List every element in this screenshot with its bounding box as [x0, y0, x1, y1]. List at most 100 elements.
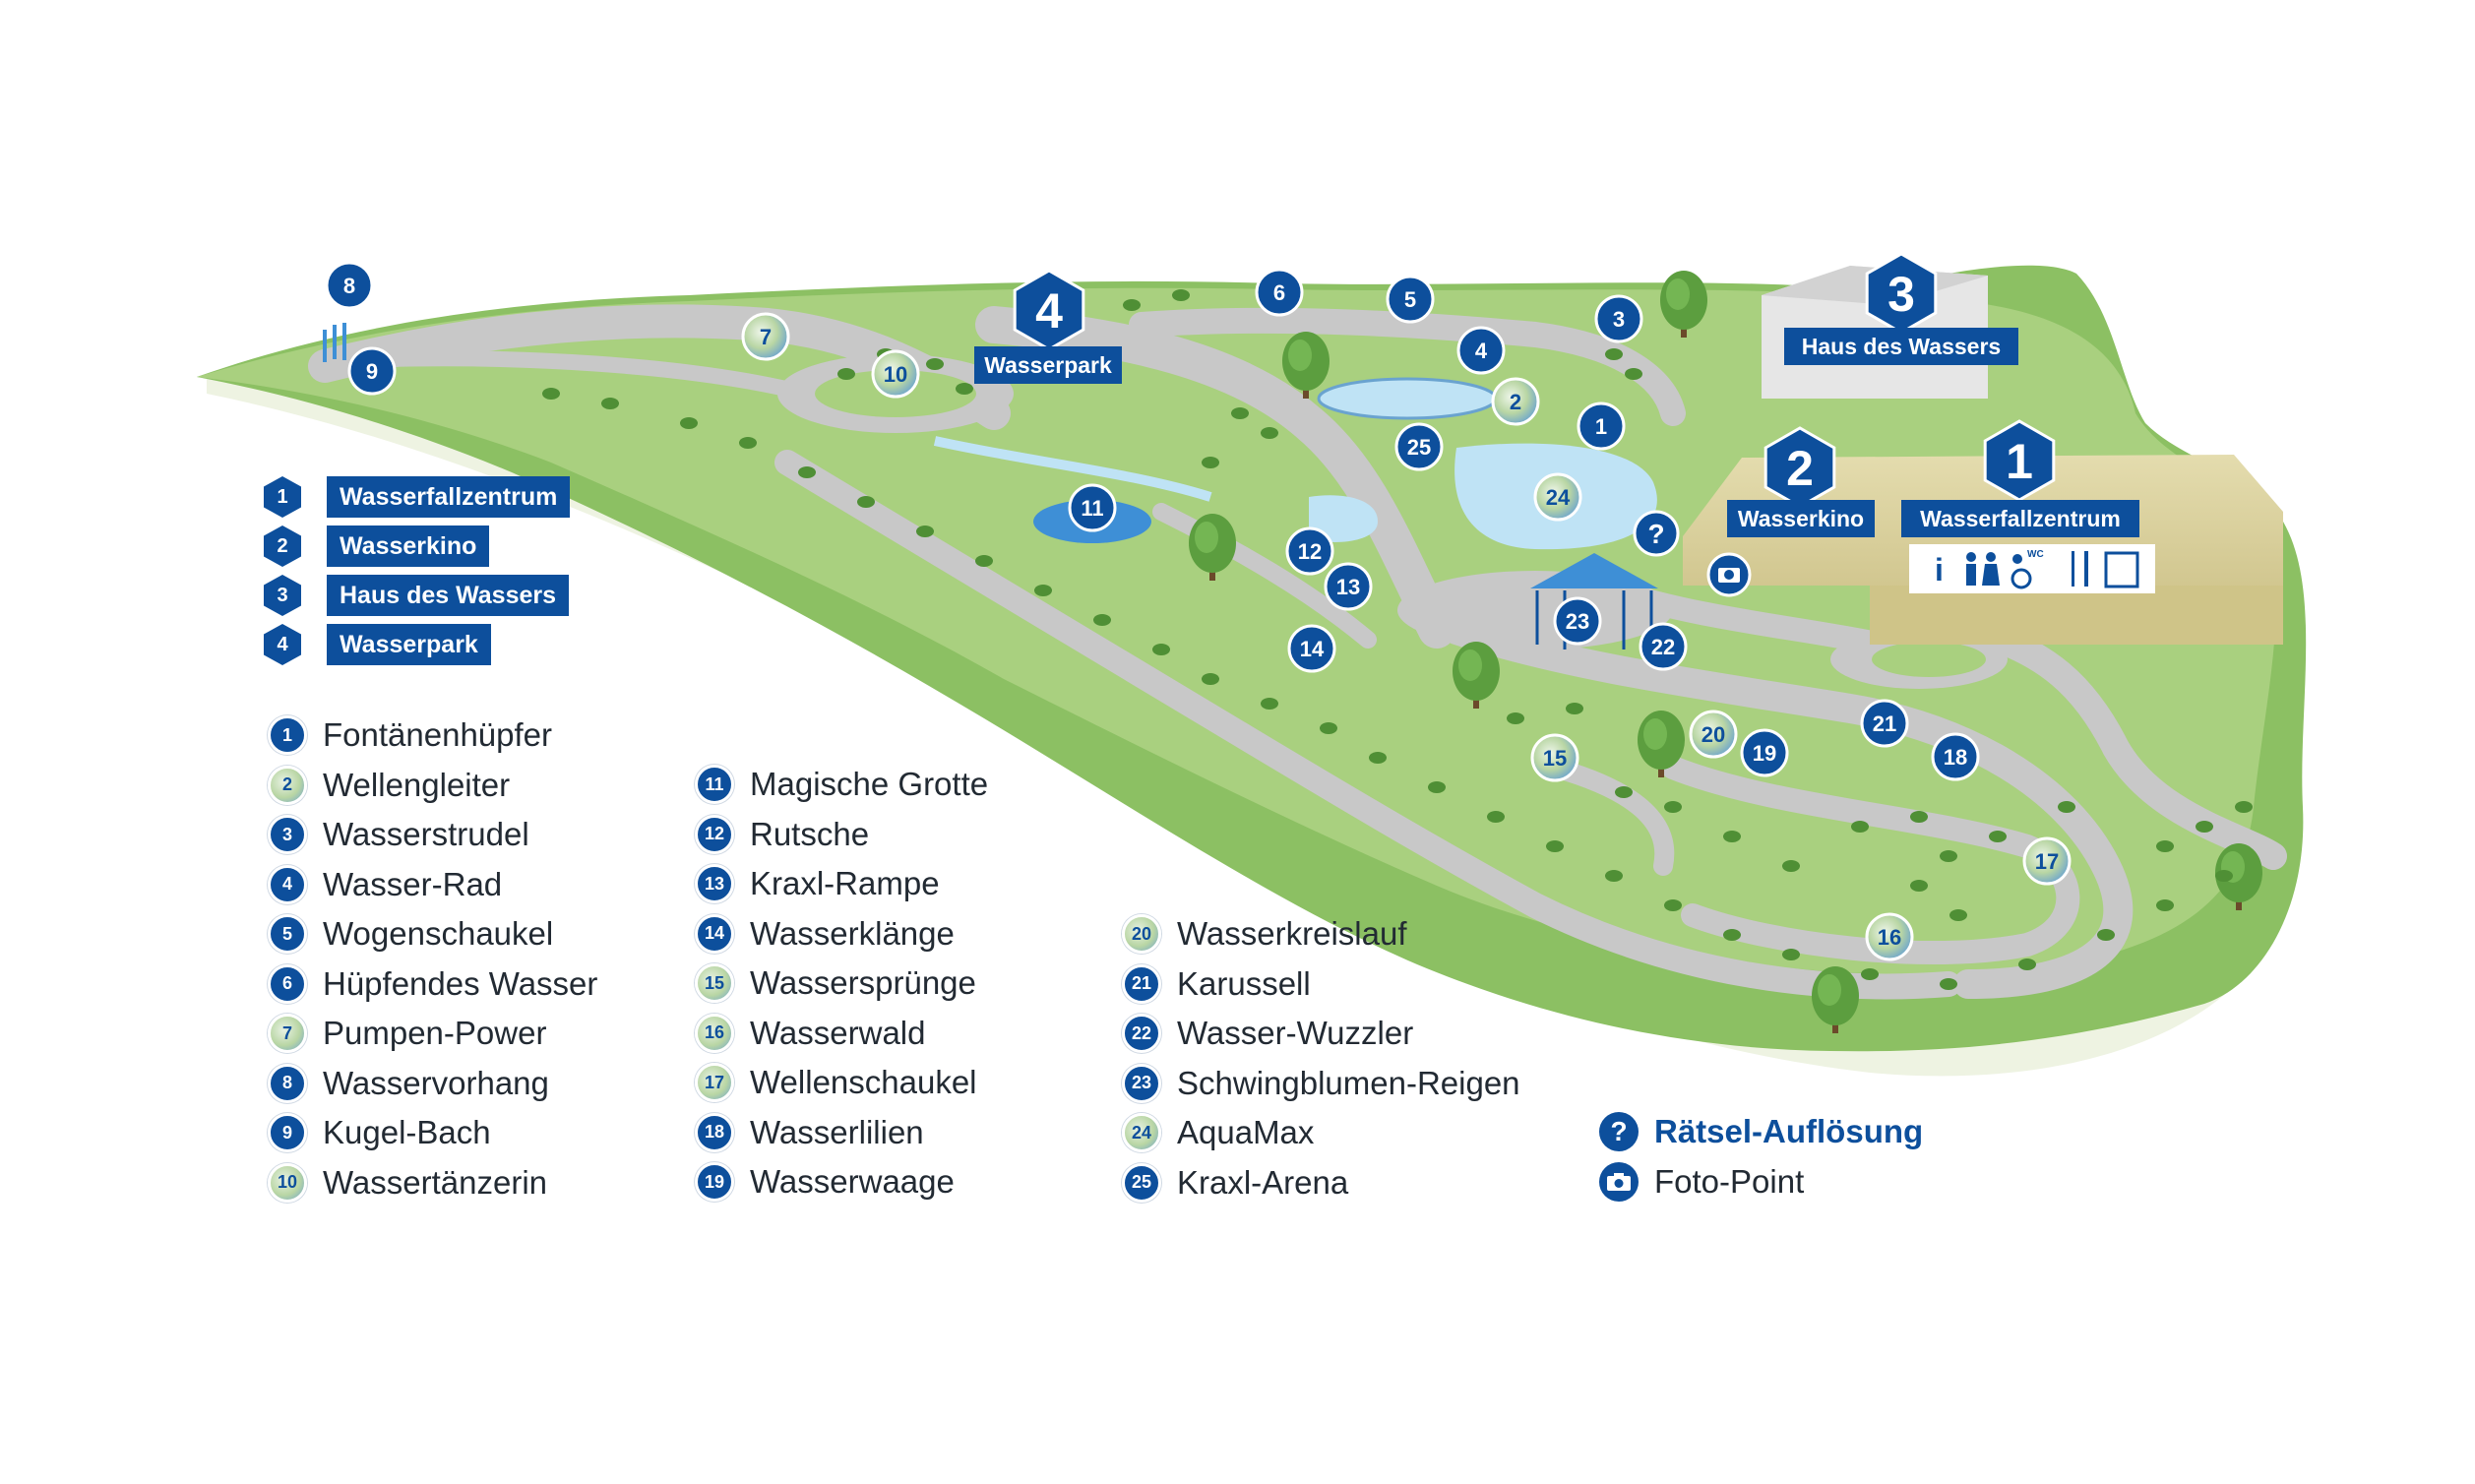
- station-pin-6[interactable]: 6: [1255, 268, 1304, 317]
- station-pin-3[interactable]: 3: [1594, 294, 1643, 343]
- station-pin-24[interactable]: 24: [1533, 472, 1582, 522]
- bush-icon: [739, 437, 757, 449]
- bush-icon: [680, 417, 698, 429]
- plaza-center: [1397, 571, 1673, 649]
- question-pin[interactable]: ?: [1633, 510, 1680, 557]
- station-number-badge: 12: [695, 814, 734, 854]
- station-pin-18[interactable]: 18: [1931, 732, 1980, 781]
- camera-pin[interactable]: [1706, 552, 1752, 597]
- svg-text:7: 7: [760, 325, 772, 349]
- station-number-badge: 20: [1122, 914, 1161, 955]
- station-pin-5[interactable]: 5: [1386, 275, 1435, 324]
- svg-text:i: i: [1935, 552, 1944, 587]
- legend-photo-point: Foto-Point: [1599, 1157, 1923, 1207]
- bush-icon: [1566, 703, 1583, 714]
- restaurant-icon: [2072, 551, 2088, 587]
- facility-icons: i WC: [1935, 549, 2139, 589]
- svg-text:2: 2: [1510, 390, 1521, 414]
- station-pin-1[interactable]: 1: [1577, 402, 1626, 451]
- station-pin-22[interactable]: 22: [1639, 622, 1688, 671]
- bush-icon: [1723, 831, 1741, 842]
- svg-text:1: 1: [1595, 414, 1607, 439]
- station-pin-15[interactable]: 15: [1530, 733, 1579, 782]
- station-pin-8[interactable]: 8: [325, 261, 374, 310]
- bushes: [542, 289, 2253, 990]
- bush-icon: [1664, 801, 1682, 813]
- station-pin-10[interactable]: 10: [871, 349, 920, 399]
- legend-item-label: Wasserkreislauf: [1177, 915, 1407, 953]
- station-number-badge: 8: [268, 1063, 307, 1103]
- station-number-badge: 2: [268, 765, 307, 805]
- bush-icon: [1861, 968, 1879, 980]
- legend-area-label: Wasserfallzentrum: [327, 476, 571, 518]
- station-pin-9[interactable]: 9: [347, 346, 397, 396]
- station-pin-11[interactable]: 11: [1068, 483, 1117, 532]
- fountain-8-frame: [323, 323, 346, 362]
- bush-icon: [1605, 870, 1623, 882]
- legend-item-label: Magische Grotte: [750, 766, 989, 803]
- svg-text:20: 20: [1702, 722, 1725, 747]
- area-banner: [1901, 500, 2139, 537]
- station-pin-21[interactable]: 21: [1860, 699, 1909, 748]
- station-pin-25[interactable]: 25: [1394, 422, 1444, 471]
- bush-icon: [1851, 821, 1869, 833]
- tree-icon: [1189, 514, 1236, 581]
- legend-item-label: AquaMax: [1177, 1114, 1315, 1151]
- area-hex-1: [1983, 419, 2056, 502]
- legend-item-label: Schwingblumen-Reigen: [1177, 1064, 1520, 1101]
- station-number-badge: 6: [268, 963, 307, 1004]
- svg-text:21: 21: [1873, 711, 1896, 736]
- station-pin-16[interactable]: 16: [1865, 912, 1914, 961]
- area-number: 4: [1035, 283, 1063, 339]
- station-pin-12[interactable]: 12: [1285, 526, 1334, 576]
- station-number-badge: 7: [268, 1014, 307, 1054]
- legend-item-label: Pumpen-Power: [323, 1015, 547, 1052]
- bush-icon: [975, 555, 993, 567]
- area-banner: [974, 346, 1122, 384]
- legend-item-label: Wasser-Rad: [323, 865, 503, 902]
- legend-area-1: 1 Wasserfallzentrum: [264, 472, 598, 522]
- bush-icon: [1123, 299, 1141, 311]
- svg-text:6: 6: [1273, 280, 1285, 305]
- bush-icon: [1940, 978, 1957, 990]
- area-number: 2: [1786, 441, 1814, 496]
- bush-icon: [1487, 811, 1505, 823]
- station-pin-14[interactable]: 14: [1287, 624, 1336, 673]
- accessible-wc-icon: WC: [2011, 549, 2044, 589]
- bush-icon: [1782, 860, 1800, 872]
- station-pin-23[interactable]: 23: [1553, 596, 1602, 646]
- bush-icon: [1989, 831, 2007, 842]
- station-pin-7[interactable]: 7: [741, 312, 790, 361]
- camera-icon: [1718, 568, 1740, 583]
- station-pin-17[interactable]: 17: [2022, 836, 2072, 886]
- bush-icon: [542, 388, 560, 400]
- legend-item-label: Karussell: [1177, 964, 1311, 1002]
- station-pin-13[interactable]: 13: [1324, 562, 1373, 611]
- bush-icon: [916, 526, 934, 537]
- legend-item-label: Wellengleiter: [323, 766, 511, 803]
- bush-icon: [2156, 899, 2174, 911]
- station-number-badge: 5: [268, 914, 307, 955]
- station-pin-4[interactable]: 4: [1456, 326, 1506, 375]
- station-pin-20[interactable]: 20: [1689, 710, 1738, 759]
- station-number-badge: 22: [1122, 1014, 1161, 1054]
- station-number-badge: 17: [695, 1063, 734, 1103]
- area-hex-icon: 1: [264, 476, 301, 518]
- legend-item-label: Wogenschaukel: [323, 915, 554, 953]
- bush-icon: [1605, 348, 1623, 360]
- station-pin-19[interactable]: 19: [1740, 728, 1789, 777]
- station-pin-2[interactable]: 2: [1491, 377, 1540, 426]
